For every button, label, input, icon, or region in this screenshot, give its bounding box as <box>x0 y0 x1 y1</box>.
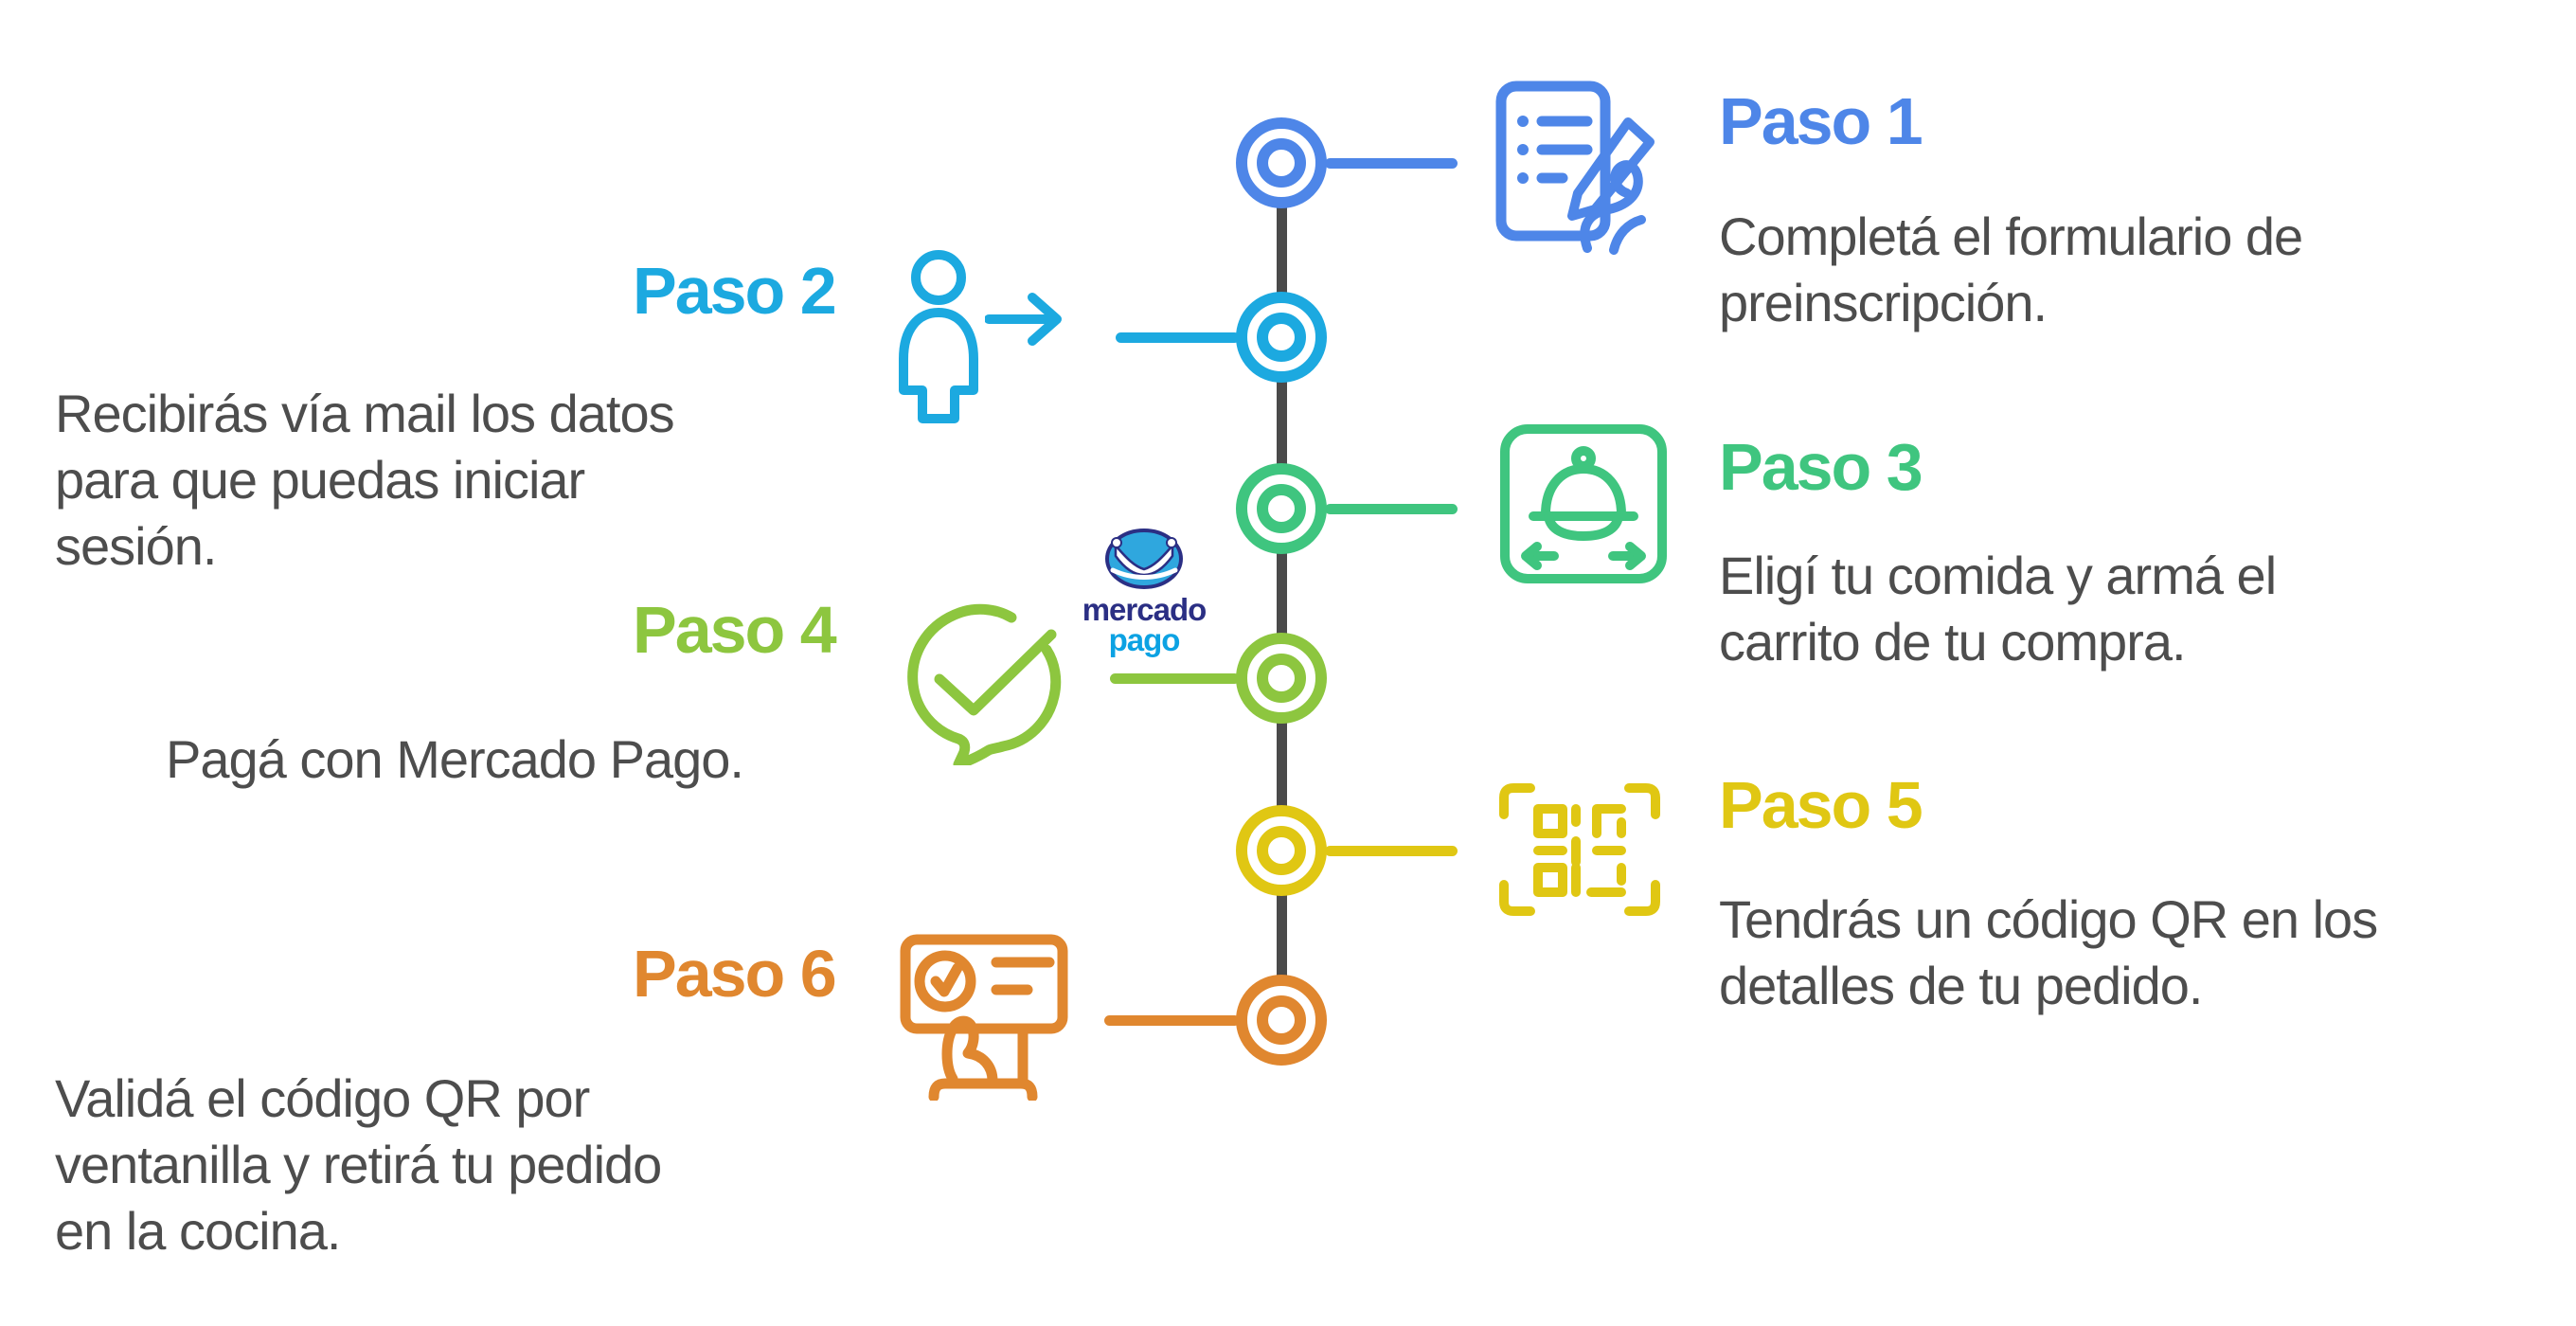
step-5-title: Paso 5 <box>1719 768 1923 842</box>
step-4-title: Paso 4 <box>633 593 837 667</box>
connector-step-3 <box>1325 504 1458 514</box>
timeline-node-6 <box>1236 975 1327 1066</box>
step-2-description: Recibirás vía mail los datos para que pu… <box>55 381 675 580</box>
step-1-title: Paso 1 <box>1719 84 1923 158</box>
person-icon <box>895 248 982 428</box>
arrow-right-icon <box>985 290 1068 349</box>
step-6-description-line: ventanilla y retirá tu pedido <box>55 1135 662 1194</box>
connector-step-1 <box>1325 158 1458 169</box>
step-5-description: Tendrás un código QR en los detalles de … <box>1719 887 2378 1019</box>
step-4-description-line: Pagá con Mercado Pago. <box>166 729 744 789</box>
timeline-node-2 <box>1236 292 1327 383</box>
mercado-pago-logo <box>1104 527 1184 591</box>
timeline-node-4 <box>1236 633 1327 724</box>
timeline-node-6-inner <box>1257 995 1306 1045</box>
qr-code-icon <box>1493 777 1667 923</box>
connector-step-5 <box>1325 846 1458 856</box>
step-6-description-line: Validá el código QR por <box>55 1068 590 1128</box>
check-speech-bubble-icon <box>898 597 1070 765</box>
timeline-node-5 <box>1236 805 1327 896</box>
mercado-pago-wordmark: mercado pago <box>1068 592 1220 657</box>
timeline-node-5-inner <box>1257 826 1306 875</box>
step-5-description-line: detalles de tu pedido. <box>1719 956 2203 1015</box>
connector-step-2 <box>1116 332 1240 343</box>
step-1-description: Completá el formulario de preinscripción… <box>1719 204 2303 336</box>
step-2-description-line: sesión. <box>55 516 217 576</box>
step-6-description-line: en la cocina. <box>55 1201 341 1261</box>
validation-sign-icon <box>900 934 1068 1101</box>
step-5-description-line: Tendrás un código QR en los <box>1719 889 2378 949</box>
step-3-title: Paso 3 <box>1719 430 1923 504</box>
food-tray-icon <box>1499 423 1668 584</box>
timeline-node-3 <box>1236 463 1327 554</box>
step-3-description-line: Eligí tu comida y armá el <box>1719 546 2277 605</box>
timeline-node-4-inner <box>1257 654 1306 703</box>
step-2-description-line: para que puedas iniciar <box>55 450 585 510</box>
connector-step-4 <box>1110 673 1240 684</box>
timeline-node-1 <box>1236 117 1327 208</box>
mercado-pago-word-top: mercado <box>1082 592 1208 627</box>
step-6-description: Validá el código QR por ventanilla y ret… <box>55 1066 662 1264</box>
step-4-description: Pagá con Mercado Pago. <box>166 726 744 793</box>
timeline-node-1-inner <box>1257 138 1306 188</box>
step-2-description-line: Recibirás vía mail los datos <box>55 384 675 443</box>
timeline-node-2-inner <box>1257 313 1306 362</box>
registration-form-pen-icon <box>1494 80 1674 260</box>
step-2-title: Paso 2 <box>633 254 837 328</box>
step-3-description-line: carrito de tu compra. <box>1719 612 2187 672</box>
step-6-title: Paso 6 <box>633 937 837 1011</box>
step-1-description-line: preinscripción. <box>1719 273 2048 332</box>
connector-step-6 <box>1104 1015 1240 1026</box>
step-3-description: Eligí tu comida y armá el carrito de tu … <box>1719 543 2277 675</box>
timeline-line <box>1277 163 1287 1020</box>
mercado-pago-word-bottom: pago <box>1108 622 1181 657</box>
timeline-node-3-inner <box>1257 484 1306 533</box>
step-1-description-line: Completá el formulario de <box>1719 206 2303 266</box>
